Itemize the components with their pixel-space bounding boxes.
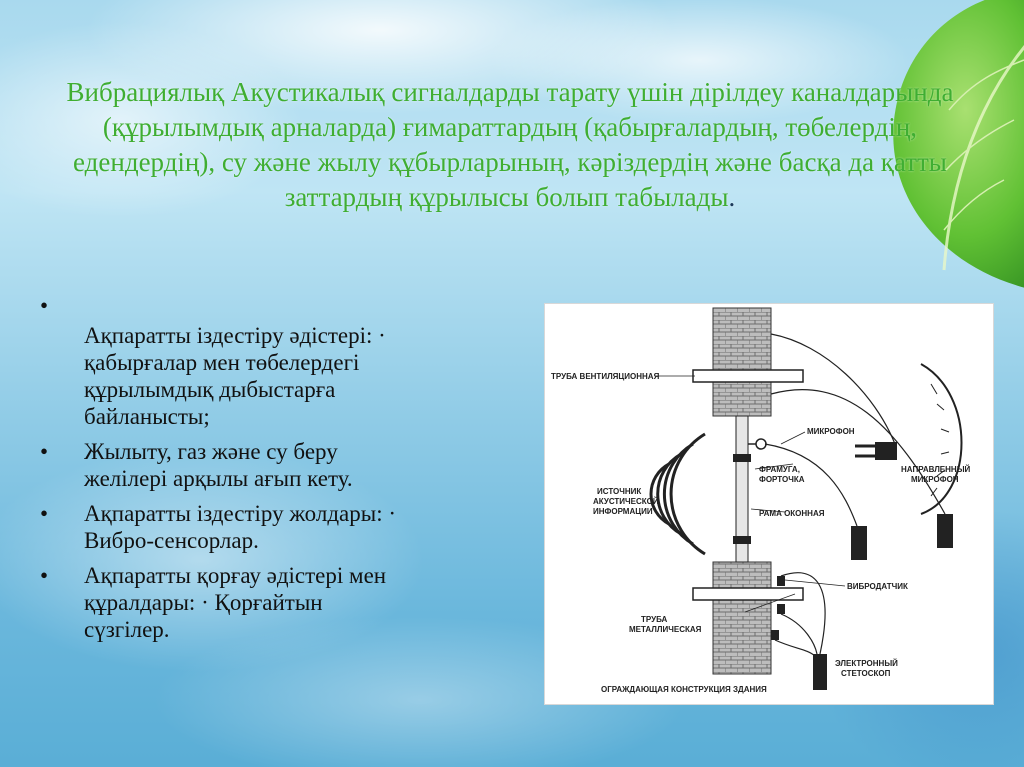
bullet-line: сүзгілер. [84,617,170,642]
label-window-frame: РАМА ОКОННАЯ [759,509,825,518]
bullet-mark: • [40,293,49,318]
directional-mic-body [875,442,897,460]
bullet-mark: • [40,563,49,588]
microphone-icon [755,438,767,450]
bullet-list: • Ақпаратты іздестіру әдістері: · қабырғ… [36,292,516,651]
lower-wall-block [712,561,772,675]
slide-title: Вибрациялық Акустикалық сигналдарды тара… [40,75,980,215]
window-frame [735,415,749,563]
bullet-line: Жылыту, газ және су беру [84,439,338,464]
bullet-line: қабырғалар мен төбелердегі [84,350,360,375]
recorder-box [851,526,867,560]
slide-title-text: Вибрациялық Акустикалық сигналдарды тара… [66,77,954,212]
directional-mic-dish [920,363,963,515]
leaf-decoration [893,0,1024,288]
label-transom-2: ФОРТОЧКА [759,475,805,484]
label-vibro-sensor: ВИБРОДАТЧИК [847,582,908,591]
bullet-line: Ақпаратты іздестіру әдістері: · [84,323,386,348]
vibro-sensor-icon [777,604,785,614]
bullet-line: құрылымдық дыбыстарға [84,377,336,402]
acoustic-leakage-diagram: ТРУБА ВЕНТИЛЯЦИОННАЯ МИКРОФОН НАПРАВЛЕНН… [544,303,994,705]
bullet-line: Ақпаратты іздестіру жолдары: · [84,501,397,526]
bullet-line: желілері арқылы ағып кету. [84,466,353,491]
list-item: • Ақпаратты қорғау әдістері мен құралдар… [36,562,516,643]
list-item: • Жылыту, газ және су беру желілері арқы… [36,438,516,492]
bullet-mark: • [40,501,49,526]
label-metal-pipe-1: ТРУБА [641,615,668,624]
label-stethoscope-2: СТЕТОСКОП [841,669,891,678]
bullet-line: байланысты; [84,404,210,429]
list-item: • Ақпаратты іздестіру әдістері: · қабырғ… [36,292,516,430]
label-directional-2: МИКРОФОН [911,475,959,484]
label-source-1: ИСТОЧНИК [597,487,641,496]
bullet-line: Вибро-сенсорлар. [84,528,259,553]
vent-pipe [692,369,804,383]
sound-waves-icon [649,432,706,556]
vibro-sensor-icon [777,576,785,586]
label-directional-1: НАПРАВЛЕННЫЙ [901,465,971,474]
label-metal-pipe-2: МЕТАЛЛИЧЕСКАЯ [629,625,702,634]
bullet-line: Ақпаратты қорғау әдістері мен [84,563,387,588]
label-building: ОГРАЖДАЮЩАЯ КОНСТРУКЦИЯ ЗДАНИЯ [601,685,767,694]
stethoscope-box [813,654,827,690]
label-transom-1: ФРАМУГА, [759,465,800,474]
label-source-2: АКУСТИЧЕСКОЙ [593,497,659,506]
list-item: • Ақпаратты іздестіру жолдары: · Вибро-с… [36,500,516,554]
vibro-sensor-icon [771,630,779,640]
label-source-3: ИНФОРМАЦИИ [593,507,653,516]
label-vent-pipe: ТРУБА ВЕНТИЛЯЦИОННАЯ [551,372,660,381]
label-microphone: МИКРОФОН [807,427,855,436]
label-stethoscope-1: ЭЛЕКТРОННЫЙ [835,659,898,668]
bullet-line: құралдары: · Қорғайтын [84,590,323,615]
slide-title-period: . [728,182,736,212]
upper-wall-block [712,307,772,417]
metal-pipe [692,587,804,601]
bullet-mark: • [40,439,49,464]
dish-rays [930,383,950,497]
recorder-box [937,514,953,548]
bullet-line [84,292,516,322]
